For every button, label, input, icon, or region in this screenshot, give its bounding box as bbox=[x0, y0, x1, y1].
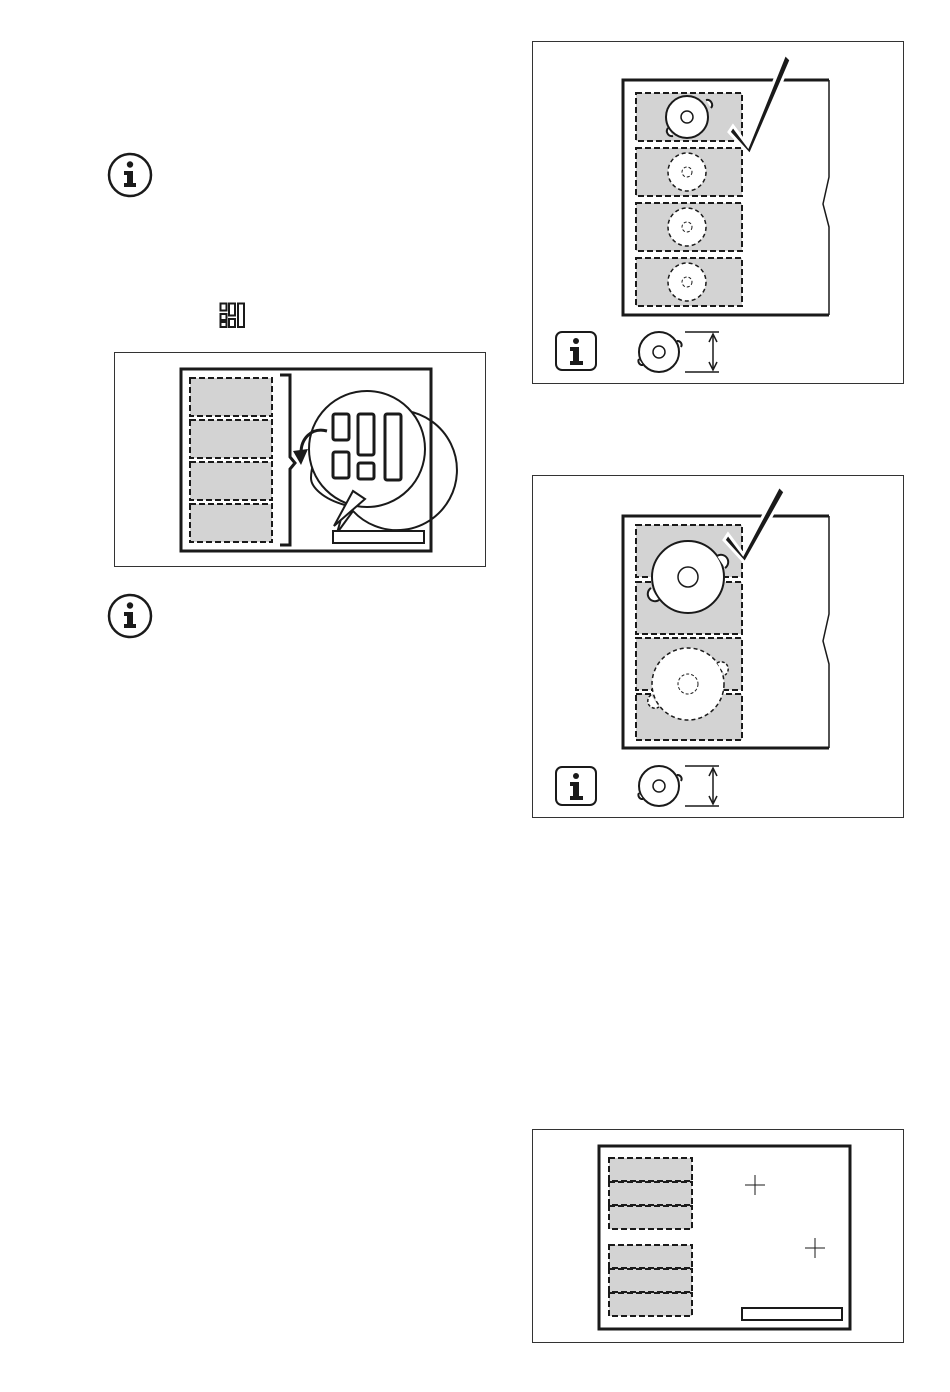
info-icon bbox=[107, 152, 153, 198]
small-pot-position-figure bbox=[532, 41, 904, 384]
crosshair-icon bbox=[805, 1238, 825, 1258]
bridge-selector-figure bbox=[114, 352, 486, 567]
large-pot-position-figure bbox=[532, 475, 904, 818]
bridge-zones-icon bbox=[219, 302, 245, 328]
hob-layout-figure bbox=[532, 1129, 904, 1343]
info-icon bbox=[107, 593, 153, 639]
crosshair-icon bbox=[745, 1175, 765, 1195]
